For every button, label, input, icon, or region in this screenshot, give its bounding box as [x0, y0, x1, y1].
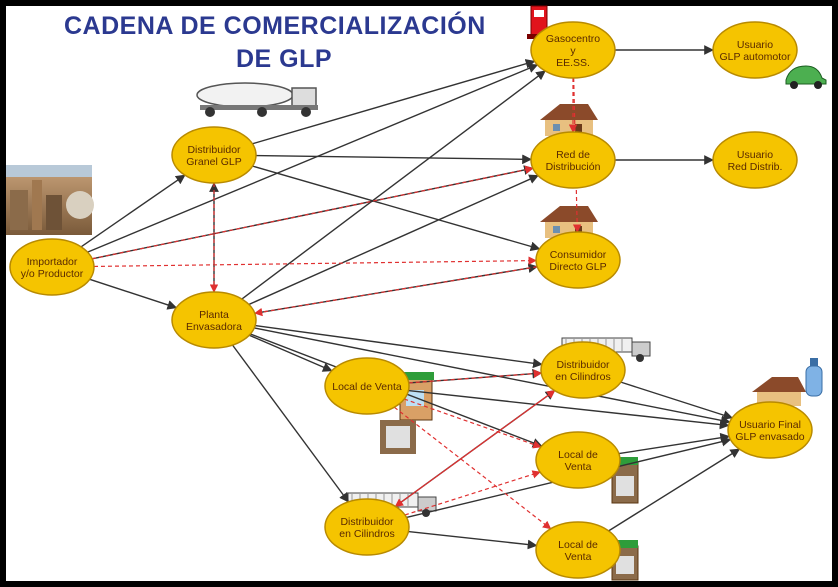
- node-label: Usuario: [737, 149, 773, 161]
- node-label: Gasocentro: [546, 33, 600, 45]
- node-shape: [535, 231, 621, 289]
- node-shape: [712, 21, 798, 79]
- node-shape: [530, 21, 616, 79]
- node-local-venta-1: Local de Venta: [324, 357, 410, 415]
- diagram-title-line-2: DE GLP: [236, 45, 333, 73]
- node-shape: [530, 131, 616, 189]
- node-label: Distribuidor: [340, 516, 394, 528]
- node-label: Usuario: [737, 39, 773, 51]
- node-shape: [727, 401, 813, 459]
- tanker-truck-icon: [196, 82, 318, 117]
- edge-layer: [80, 45, 741, 550]
- node-label: Red de: [556, 149, 590, 161]
- dashed-edge-importador-to-red_distribucion: [92, 165, 534, 260]
- node-shape: [712, 131, 798, 189]
- refinery-photo: [6, 165, 94, 235]
- node-label: Importador: [27, 256, 78, 268]
- edge-planta-to-distribuidor_cilindros_2: [232, 344, 350, 503]
- node-shape: [324, 357, 410, 415]
- node-label: Local de: [558, 539, 598, 551]
- node-label: Directo GLP: [549, 261, 606, 273]
- node-label: en Cilindros: [339, 528, 394, 540]
- edge-planta-to-distribuidor_cilindros_1: [255, 324, 543, 369]
- edge-distribuidor_cilindros_2-to-local_venta_3: [408, 530, 538, 550]
- node-label: Consumidor: [550, 249, 607, 261]
- node-label: y/o Productor: [21, 268, 84, 280]
- edge-distribuidor_cilindros_1-to-usuario_final: [620, 381, 734, 420]
- edge-importador-to-planta: [89, 278, 178, 310]
- node-shape: [535, 521, 621, 579]
- node-label: Red Distrib.: [728, 161, 783, 173]
- node-label: Usuario Final: [739, 419, 801, 431]
- edge-importador-to-distribuidor_granel: [80, 174, 186, 248]
- edge-local_venta_3-to-usuario_final: [608, 448, 741, 532]
- dashed-edge-distribuidor_cilindros_1-to-distribuidor_cilindros_2: [394, 390, 555, 507]
- node-label: Local de: [558, 449, 598, 461]
- edge-local_venta_1-to-usuario_final: [408, 389, 730, 430]
- node-label: Distribución: [546, 161, 601, 173]
- dashed-edge-importador-to-consumidor_directo: [93, 256, 537, 268]
- node-shape: [324, 498, 410, 556]
- dashed-edge-local_venta_1-to-local_venta_2: [403, 398, 542, 449]
- edge-planta-to-gasocentro: [241, 70, 546, 300]
- dashed-edge-consumidor_directo-to-planta: [253, 266, 538, 317]
- node-label: Envasadora: [186, 321, 242, 333]
- car-icon: [785, 65, 827, 89]
- node-label: Planta: [199, 309, 229, 321]
- edge-planta-to-local_venta_1: [248, 334, 333, 372]
- node-label: Local de Venta: [332, 381, 402, 393]
- node-label: en Cilindros: [555, 371, 610, 383]
- edge-distribuidor_granel-to-consumidor_directo: [252, 165, 541, 252]
- edge-local_venta_2-to-usuario_final: [618, 432, 731, 455]
- node-label: y: [570, 45, 576, 57]
- dashed-edge-local_venta_1-to-local_venta_3: [393, 406, 552, 530]
- node-label: Distribuidor: [556, 359, 610, 371]
- edge-distribuidor_granel-to-red_distribucion: [255, 154, 532, 165]
- gas-cylinder-house-icon: [752, 358, 823, 406]
- node-shape: [9, 238, 95, 296]
- node-shape: [171, 126, 257, 184]
- edge-importador-to-gasocentro: [87, 63, 539, 253]
- edge-planta-to-red_distribucion: [248, 174, 539, 306]
- dashed-edge-distribuidor_cilindros_2-to-local_venta_2: [404, 470, 541, 516]
- dashed-edge-local_venta_1-to-distribuidor_cilindros_1: [408, 369, 543, 384]
- node-label: Venta: [565, 551, 592, 563]
- diagram-title-line-1: CADENA DE COMERCIALIZACIÓN: [64, 12, 486, 40]
- node-shape: [535, 431, 621, 489]
- node-shape: [540, 341, 626, 399]
- house-icon: [540, 104, 598, 136]
- node-shape: [171, 291, 257, 349]
- node-label: GLP automotor: [719, 51, 791, 63]
- node-label: Distribuidor: [187, 144, 241, 156]
- node-label: Granel GLP: [186, 156, 241, 168]
- diagram-frame: [6, 6, 832, 581]
- node-label: Venta: [565, 461, 592, 473]
- node-label: GLP envasado: [735, 431, 804, 443]
- edge-distribuidor_granel-to-gasocentro: [252, 59, 536, 145]
- edge-planta-to-usuario_final: [254, 327, 731, 426]
- node-label: EE.SS.: [556, 57, 590, 69]
